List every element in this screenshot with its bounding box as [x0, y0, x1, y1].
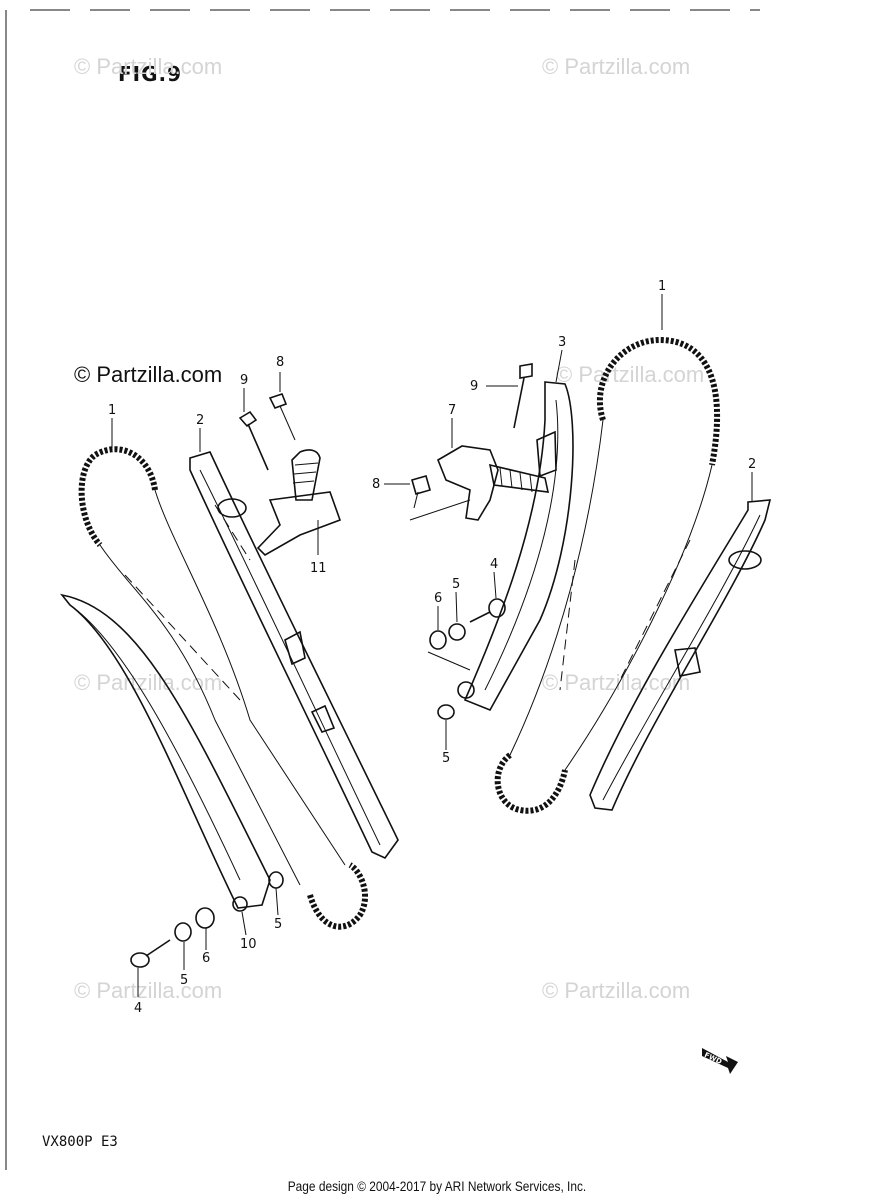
left-chain-guide	[60, 593, 271, 912]
fwd-label: FWD	[703, 1051, 723, 1066]
right-tensioner-adjuster	[409, 445, 550, 521]
left-tensioner-adjuster	[256, 449, 342, 556]
watermark: © Partzilla.com	[542, 978, 691, 1003]
callout-right-8: 8	[372, 477, 380, 492]
callout-left-6: 6	[202, 951, 210, 966]
left-small-parts	[130, 871, 284, 968]
callout-left-5b: 5	[180, 973, 188, 988]
callout-right-7: 7	[448, 403, 456, 418]
right-small-parts	[427, 598, 506, 720]
callout-left-9: 9	[240, 373, 248, 388]
right-leader-lines	[384, 294, 753, 750]
callout-left-11: 11	[310, 561, 327, 576]
model-code: VX800P E3	[42, 1134, 118, 1150]
callout-right-2: 2	[748, 457, 756, 472]
right-tensioner-blade	[589, 499, 772, 811]
watermark: © Partzilla.com	[556, 362, 705, 387]
left-tensioner-blade	[189, 451, 399, 860]
right-chain-guide	[457, 381, 574, 712]
right-cam-chain	[494, 336, 721, 814]
callout-left-10: 10	[240, 937, 257, 952]
watermark: © Partzilla.com	[542, 54, 691, 79]
right-bolt	[411, 363, 533, 509]
watermark: © Partzilla.com	[74, 670, 223, 695]
left-bolt	[238, 393, 296, 471]
callout-right-4: 4	[490, 557, 498, 572]
callout-right-5a: 5	[452, 577, 460, 592]
left-leader-lines	[111, 372, 319, 997]
watermark: © Partzilla.com	[74, 362, 223, 387]
fwd-arrow-icon: FWD	[702, 1048, 738, 1074]
callout-left-5a: 5	[274, 917, 282, 932]
footer-copyright: Page design © 2004-2017 by ARI Network S…	[287, 1178, 587, 1194]
callout-right-3: 3	[558, 335, 566, 350]
callout-right-6: 6	[434, 591, 442, 606]
watermark: © Partzilla.com	[542, 670, 691, 695]
watermark: © Partzilla.com	[74, 54, 223, 79]
callout-left-8: 8	[276, 355, 284, 370]
callout-right-9: 9	[470, 379, 478, 394]
callout-right-5b: 5	[442, 751, 450, 766]
callout-right-1: 1	[658, 279, 666, 294]
callout-left-1: 1	[108, 403, 116, 418]
left-cam-chain	[78, 446, 368, 930]
watermark: © Partzilla.com	[74, 978, 223, 1003]
figure-title: FIG.9	[118, 62, 183, 86]
callout-left-4: 4	[134, 1001, 142, 1016]
callout-left-2: 2	[196, 413, 204, 428]
